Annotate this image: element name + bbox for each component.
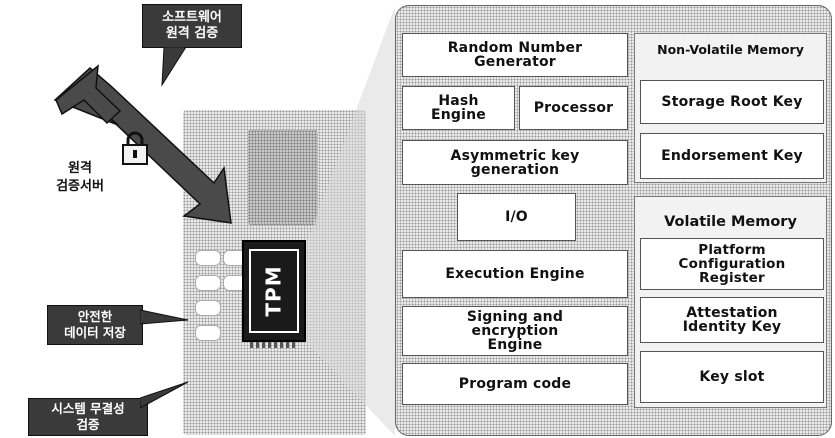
volatile-memory-title: Volatile Memory	[664, 214, 797, 230]
tpm-chip: TPM	[242, 240, 306, 342]
io-box: I/O	[457, 193, 576, 241]
storage-root-key-box: Storage Root Key	[640, 80, 824, 124]
padlock-icon	[122, 131, 148, 165]
board-slot	[195, 325, 221, 341]
callout-tail-icon	[140, 381, 189, 409]
program-code-box: Program code	[402, 363, 628, 405]
software-attestation-callout: 소프트웨어 원격 검증	[142, 4, 242, 48]
attestation-identity-key-box: Attestation Identity Key	[640, 297, 824, 343]
callout-tail-icon	[161, 47, 187, 87]
endorsement-key-box: Endorsement Key	[640, 133, 824, 179]
platform-configuration-register-box: Platform Configuration Register	[640, 238, 824, 290]
remote-server-label: 원격 검증서버	[56, 161, 104, 194]
nonvolatile-memory-title: Non-Volatile Memory	[657, 42, 804, 57]
signing-encryption-engine-box: Signing and encryption Engine	[402, 306, 628, 356]
processor-box: Processor	[519, 86, 628, 130]
secure-storage-callout: 안전한 데이터 저장	[47, 305, 143, 345]
key-slot-box: Key slot	[640, 351, 824, 403]
software-attestation-label: 소프트웨어 원격 검증	[162, 10, 222, 41]
board-slot	[195, 275, 221, 291]
integrity-label: 시스템 무결성 검증	[51, 401, 125, 432]
random-number-generator-box: Random Number Generator	[402, 33, 628, 77]
board-component	[248, 130, 318, 225]
callout-tail-icon	[140, 309, 189, 325]
board-slot	[195, 300, 221, 316]
hash-engine-box: Hash Engine	[402, 86, 515, 130]
tpm-chip-inner: TPM	[249, 249, 299, 333]
execution-engine-box: Execution Engine	[402, 250, 628, 298]
secure-storage-label: 안전한 데이터 저장	[64, 309, 126, 340]
asymmetric-key-generation-box: Asymmetric key generation	[402, 140, 628, 185]
tpm-chip-pins	[250, 342, 298, 348]
integrity-callout: 시스템 무결성 검증	[28, 398, 148, 436]
board-slot	[195, 250, 221, 266]
